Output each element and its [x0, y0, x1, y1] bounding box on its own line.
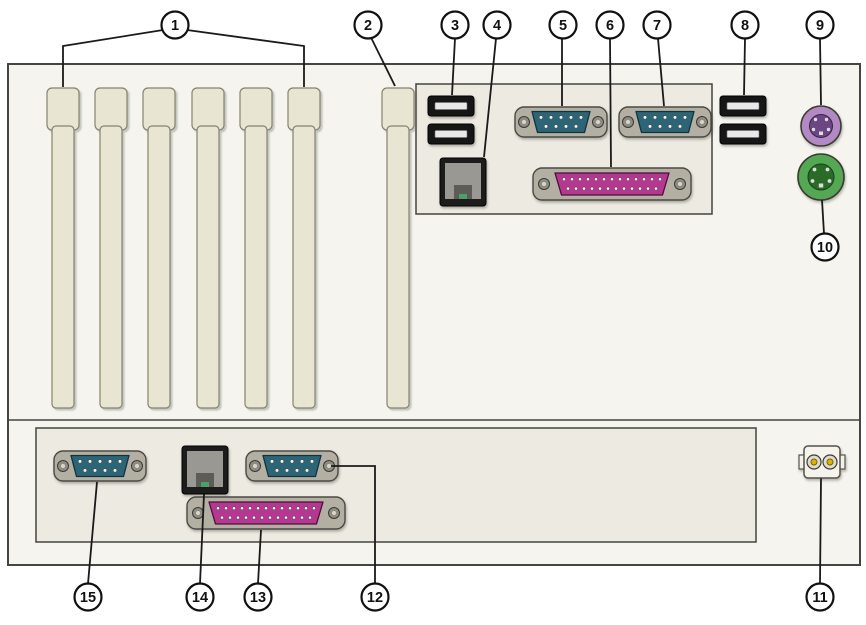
network-port-4-icon [439, 157, 487, 207]
ps2-port-9-icon [800, 105, 842, 147]
callout-11: 11 [805, 582, 835, 612]
leader-lines [62, 29, 825, 584]
callout-number: 2 [364, 18, 372, 34]
callout-14: 14 [185, 582, 215, 612]
expansion-slot-7 [381, 87, 415, 409]
callout-number: 11 [812, 590, 827, 606]
parallel-port-13-icon [186, 496, 346, 530]
callout-circle [440, 10, 470, 40]
callout-circle [482, 10, 512, 40]
callout-7: 7 [642, 10, 672, 40]
callout-number: 9 [816, 18, 824, 34]
callout-number: 10 [817, 240, 833, 256]
callout-number: 3 [451, 18, 459, 34]
leader-line-9 [819, 38, 822, 106]
callout-circle [73, 582, 103, 612]
leader-line-1a [62, 29, 164, 87]
callout-10: 10 [810, 232, 840, 262]
callout-4: 4 [482, 10, 512, 40]
expansion-slot-4 [191, 87, 225, 409]
callout-13: 13 [243, 582, 273, 612]
leader-line-2 [370, 37, 396, 87]
callout-6: 6 [595, 10, 625, 40]
callout-circle [360, 582, 390, 612]
leader-line-11 [819, 478, 822, 584]
callout-circle [243, 582, 273, 612]
serial-port-12-icon [245, 450, 339, 482]
callout-number: 14 [192, 590, 208, 606]
callout-number: 13 [250, 590, 266, 606]
callout-number: 5 [559, 18, 567, 34]
power-connector-11-icon [798, 445, 846, 479]
ps2-port-10-icon [797, 153, 845, 201]
callout-number: 12 [367, 590, 383, 606]
callout-number: 6 [606, 18, 614, 34]
leader-line-7 [657, 38, 665, 107]
expansion-slot-6 [287, 87, 321, 409]
callout-circle [548, 10, 578, 40]
expansion-slot-5 [239, 87, 273, 409]
leader-line-8 [743, 38, 746, 96]
callout-circle [642, 10, 672, 40]
leader-line-15 [87, 481, 98, 584]
callout-circle [185, 582, 215, 612]
callout-8: 8 [730, 10, 760, 40]
io-panel-bottom [35, 427, 757, 543]
serial-port-7-icon [618, 106, 712, 138]
serial-port-5-icon [514, 106, 608, 138]
leader-line-14 [199, 494, 205, 584]
callout-5: 5 [548, 10, 578, 40]
callout-circle [160, 10, 190, 40]
callout-circle [353, 10, 383, 40]
callout-circle [810, 232, 840, 262]
callout-circle [805, 582, 835, 612]
callout-number: 1 [171, 18, 179, 34]
callout-3: 3 [440, 10, 470, 40]
callout-number: 4 [493, 18, 501, 34]
expansion-slot-2 [94, 87, 128, 409]
network-port-14-icon [181, 445, 229, 495]
parallel-port-6-icon [532, 167, 692, 201]
leader-line-4 [483, 38, 497, 158]
callout-2: 2 [353, 10, 383, 40]
expansion-slot-3 [142, 87, 176, 409]
callout-1: 1 [160, 10, 190, 40]
leader-line-10 [821, 199, 825, 234]
leader-line-6 [609, 38, 612, 168]
callout-circle [595, 10, 625, 40]
leader-line-13 [257, 529, 262, 584]
serial-port-15-icon [53, 450, 147, 482]
callout-9: 9 [805, 10, 835, 40]
expansion-slot-1 [46, 87, 80, 409]
callout-number: 8 [741, 18, 749, 34]
callout-circle [730, 10, 760, 40]
leader-line-12 [331, 465, 376, 584]
callout-number: 15 [80, 590, 96, 606]
leader-line-1b [186, 29, 305, 87]
callout-12: 12 [360, 582, 390, 612]
callout-15: 15 [73, 582, 103, 612]
callout-circle [805, 10, 835, 40]
callout-number: 7 [653, 18, 661, 34]
leader-line-3 [451, 38, 456, 96]
